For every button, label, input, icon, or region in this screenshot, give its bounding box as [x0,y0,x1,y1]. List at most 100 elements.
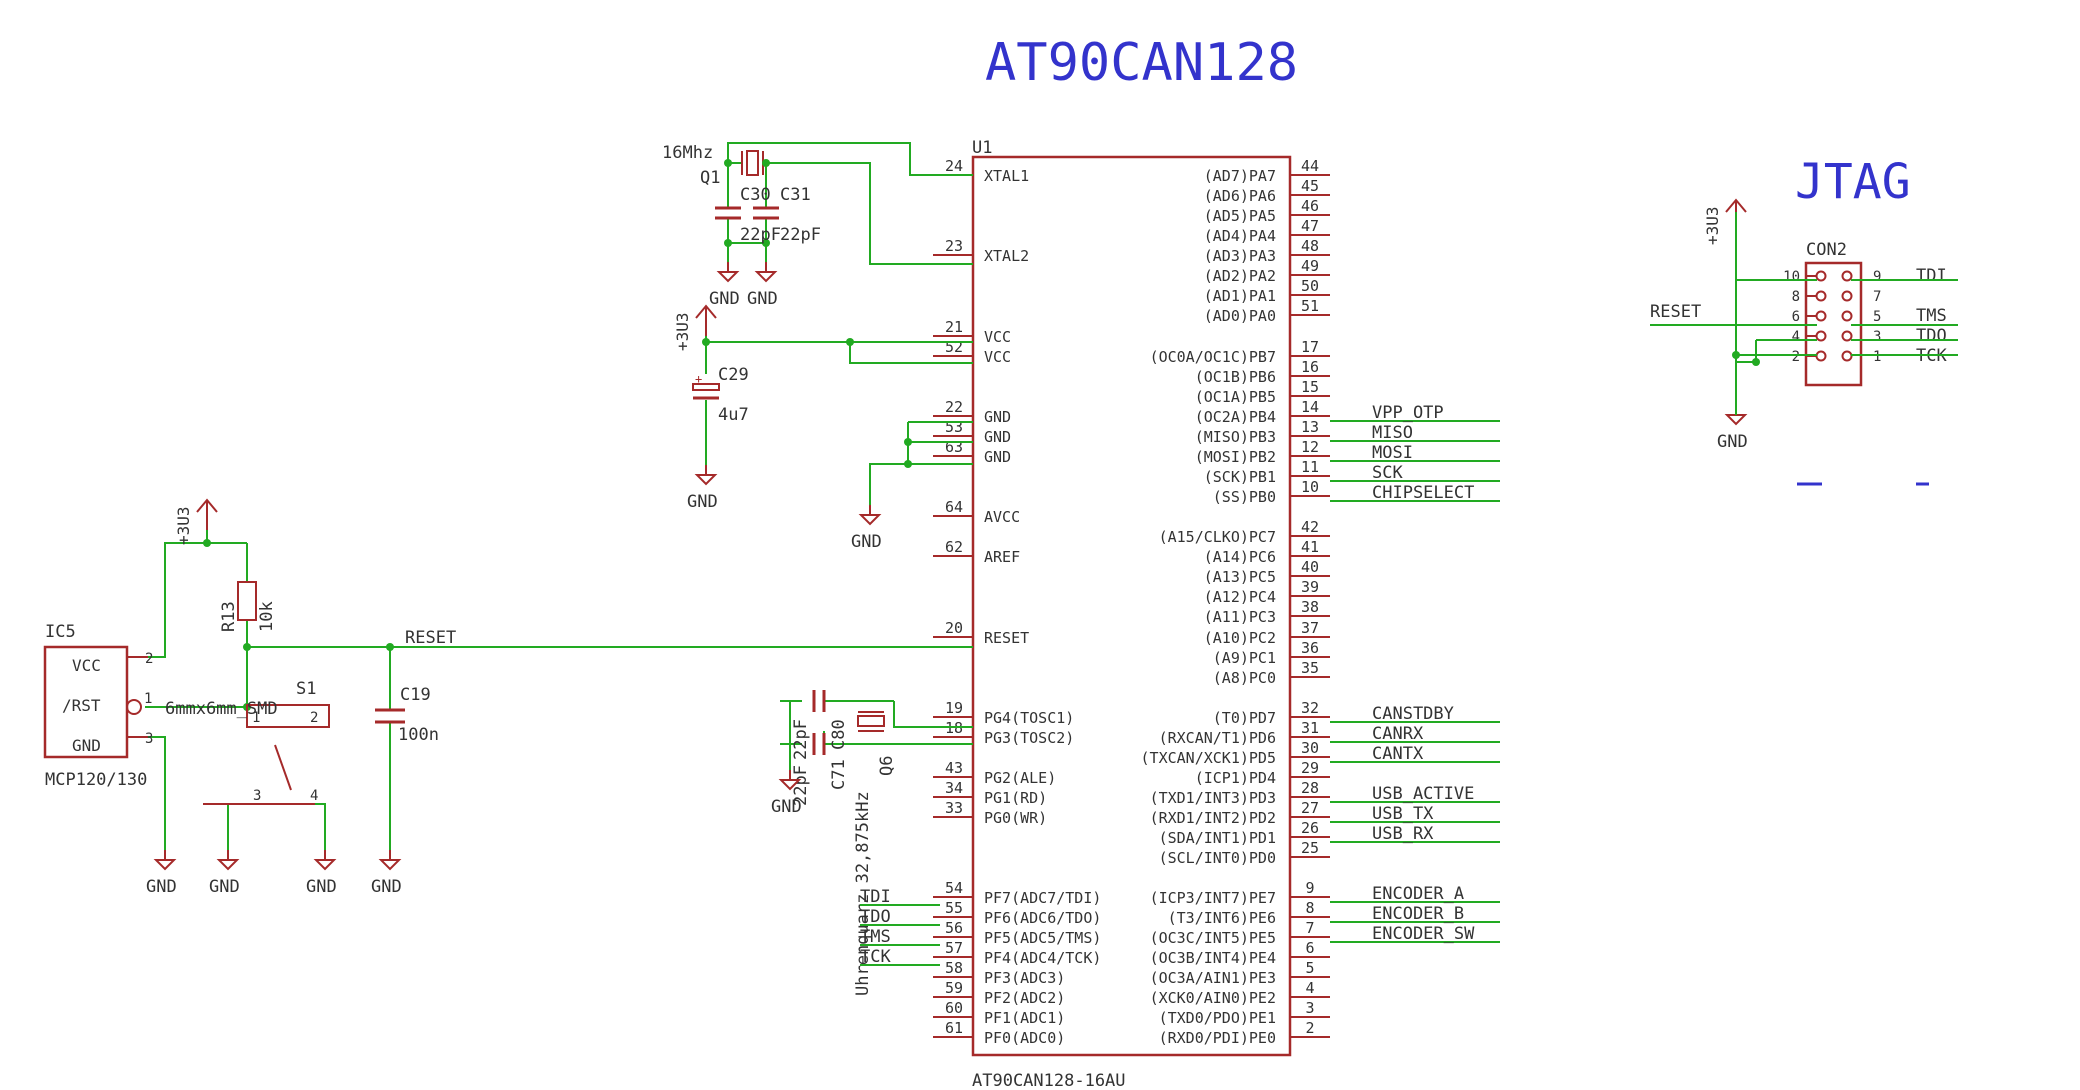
con2-pin-2 [1815,350,1827,362]
con2-left-num: 10 [1783,269,1800,285]
u1-pin-55-number: 55 [945,899,963,917]
u1-pin-11-name: (SCK)PB1 [1204,468,1276,486]
vcc-label: +3U3 [1703,206,1722,245]
u1-pin-35-name: (A8)PC0 [1213,669,1276,687]
u1-pin-6-number: 6 [1305,939,1314,957]
u1-pin-15-name: (OC1A)PB5 [1195,388,1276,406]
u1-pin-62-name: AREF [984,548,1020,566]
u1-pin-37-number: 37 [1301,619,1319,637]
gnd-symbol [858,514,882,526]
con2-pin-7 [1841,290,1853,302]
jtag-title: JTAG [1795,154,1911,210]
u1-pin-54-number: 54 [945,879,963,897]
u1-pin-56-name: PF5(ADC5/TMS) [984,929,1101,947]
c19-value: 100n [398,725,439,745]
r13-value: 10k [257,601,277,632]
u1-pin-25-number: 25 [1301,839,1319,857]
u1-pin-47-name: (AD4)PA4 [1204,227,1276,245]
u1-pin-35-number: 35 [1301,659,1319,677]
gnd-label: GND [851,532,882,552]
u1-pin-59-name: PF2(ADC2) [984,989,1065,1007]
u1-pin-14-number: 14 [1301,398,1319,416]
crystal-q6 [857,711,885,732]
net-usb_active-label: USB_ACTIVE [1372,784,1474,804]
u1-value: AT90CAN128-16AU [972,1071,1126,1090]
u1-left-pins: 24XTAL123XTAL221VCC52VCC22GND53GND63GND6… [933,157,1101,1047]
u1-pin-33-name: PG0(WR) [984,809,1047,827]
u1-pin-15-number: 15 [1301,378,1319,396]
u1-pin-20-number: 20 [945,619,963,637]
c30-value: 22pF [740,225,781,245]
u1-pin-39-name: (A12)PC4 [1204,588,1276,606]
u1-pin-50-number: 50 [1301,277,1319,295]
jtag-label-tck: TCK [860,947,891,967]
jtag-label-tdi: TDI [860,887,891,907]
net-canstdby-label: CANSTDBY [1372,704,1454,724]
u1-pin-24-name: XTAL1 [984,167,1029,185]
net-chipselect-label: CHIPSELECT [1372,483,1474,503]
con2-pin-4 [1815,330,1827,342]
u1-pin-11-number: 11 [1301,458,1319,476]
u1-pin-2-number: 2 [1305,1019,1314,1037]
u1-pin-26-name: (SDA/INT1)PD1 [1159,829,1276,847]
u1-pin-39-number: 39 [1301,578,1319,596]
gnd-label: GND [709,289,740,309]
u1-pin-46-number: 46 [1301,197,1319,215]
u1-body [971,155,1292,1057]
gnd-symbol [216,859,240,871]
u1-pin-33-number: 33 [945,799,963,817]
u1-pin-13-number: 13 [1301,418,1319,436]
cap-c29 [692,383,720,400]
u1-pin-10-name: (SS)PB0 [1213,488,1276,506]
cap-c19 [375,708,405,724]
s1-pin3: 3 [253,788,261,804]
gnd-symbol [313,859,337,871]
ic5-pin1-num: 1 [144,691,152,707]
u1-pin-21-name: VCC [984,328,1011,346]
u1-pin-3-name: (TXD0/PDO)PE1 [1159,1009,1276,1027]
ic5-pin-gnd: GND [72,736,101,755]
con2-net-tdo: TDO [1916,326,1947,346]
net-vpp_otp-label: VPP_OTP [1372,403,1444,423]
r13-ref: R13 [219,601,239,632]
u1-pin-53-number: 53 [945,418,963,436]
con2-pin-8 [1815,290,1827,302]
u1-pin-40-number: 40 [1301,558,1319,576]
u1-pin-50-name: (AD1)PA1 [1204,287,1276,305]
gnd-label: GND [687,492,718,512]
c71-ref: C71 [829,759,849,790]
u1-pin-52-number: 52 [945,338,963,356]
ic5-ref: IC5 [45,622,76,642]
u1-pin-55-name: PF6(ADC6/TDO) [984,909,1101,927]
u1-pin-30-name: (TXCAN/XCK1)PD5 [1141,749,1276,767]
crystal-ref: Q1 [700,168,720,188]
u1-pin-7-number: 7 [1305,919,1314,937]
u1-pin-60-number: 60 [945,999,963,1017]
c71-value: 22pF [791,765,811,806]
u1-pin-27-name: (RXD1/INT2)PD2 [1150,809,1276,827]
u1-pin-44-name: (AD7)PA7 [1204,167,1276,185]
u1-pin-37-name: (A10)PC2 [1204,629,1276,647]
u1-pin-47-number: 47 [1301,217,1319,235]
jtag-label-tms: TMS [860,927,891,947]
u1-pin-41-number: 41 [1301,538,1319,556]
ic5-body [43,645,129,759]
u1-pin-48-name: (AD3)PA3 [1204,247,1276,265]
u1-pin-5-name: (OC3A/AIN1)PE3 [1150,969,1276,987]
ic5-pin-rst: /RST [62,696,101,715]
u1-pin-54-name: PF7(ADC7/TDI) [984,889,1101,907]
u1-pin-48-number: 48 [1301,237,1319,255]
q6-ref: Q6 [877,756,897,776]
u1-pin-29-number: 29 [1301,759,1319,777]
u1-pin-12-name: (MOSI)PB2 [1195,448,1276,466]
u1-pin-27-number: 27 [1301,799,1319,817]
u1-pin-59-number: 59 [945,979,963,997]
u1-pin-36-name: (A9)PC1 [1213,649,1276,667]
net-usb_tx-label: USB_TX [1372,804,1434,824]
u1-pin-57-number: 57 [945,939,963,957]
c80-value: 22pF [791,719,811,760]
reset-network [145,510,973,850]
con2-pin-9 [1841,270,1853,282]
u1-pin-63-number: 63 [945,438,963,456]
vcc-arrow [196,498,218,513]
